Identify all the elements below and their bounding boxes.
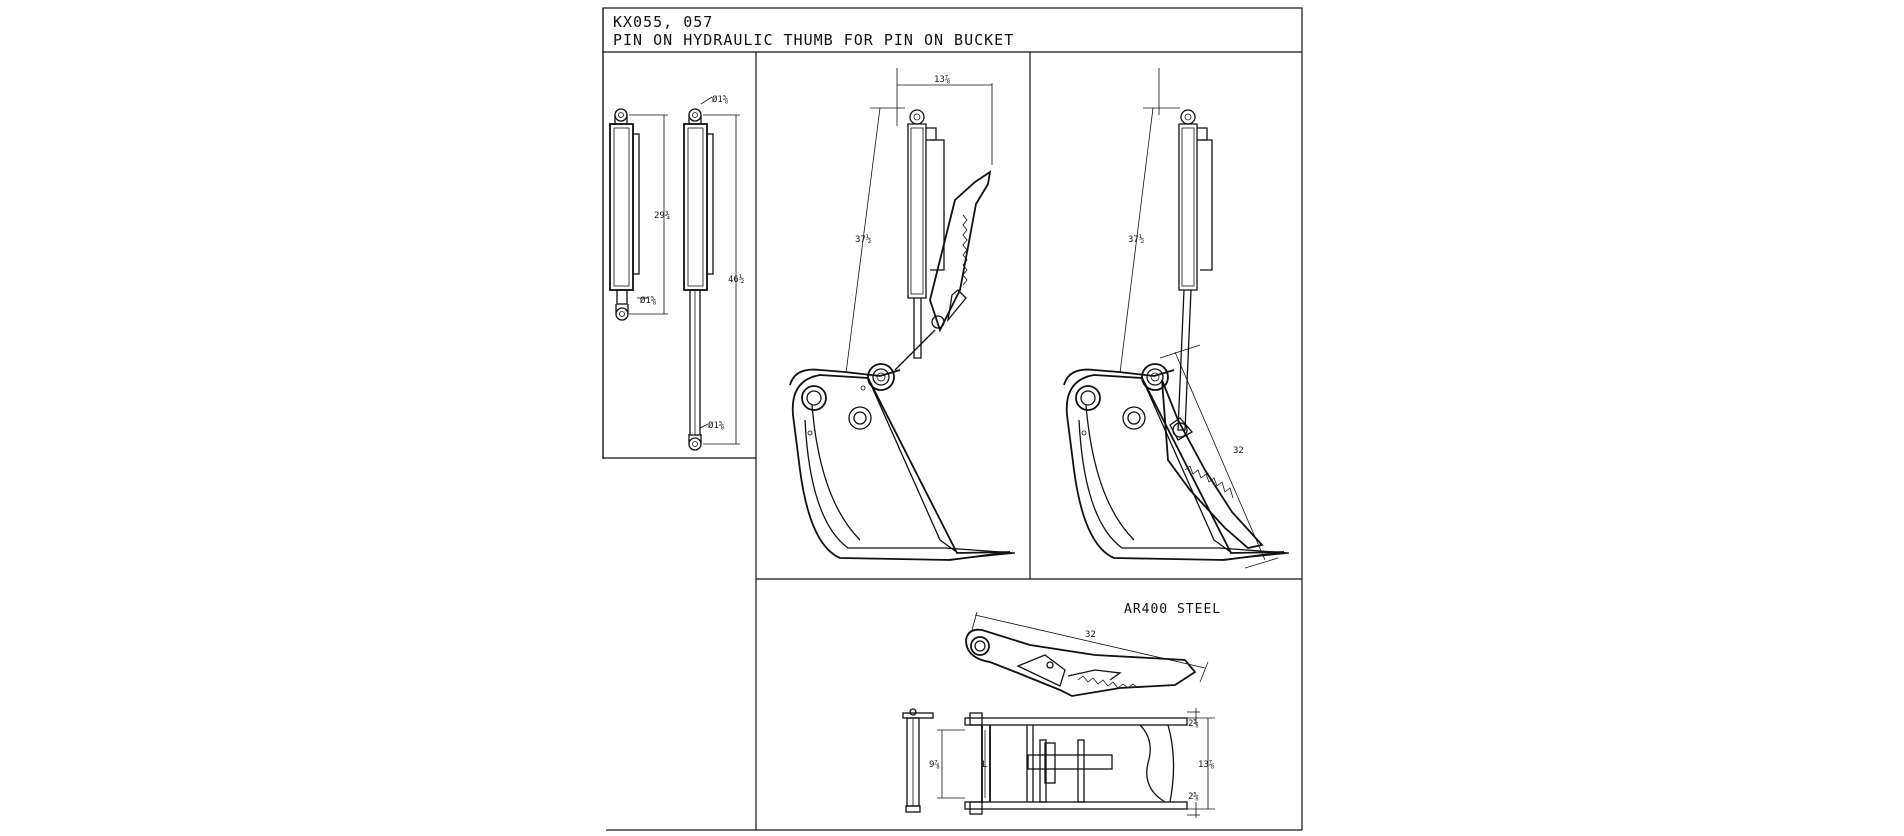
thumb-top-view: 9⅞ L 13⅞ 2⅝ 2⅝ <box>929 708 1215 818</box>
material-note: AR400 STEEL <box>1124 602 1221 617</box>
thumb-closed-panel: 13⅞ 37½ <box>789 68 1016 561</box>
pin-dia-bottom-label: Ø1⅝ <box>640 295 656 306</box>
pin-dia-top-label: Ø1⅝ <box>712 94 728 105</box>
cylinder-retracted: 29¾ Ø1⅝ <box>609 108 670 321</box>
inner-width-label: 9⅞ <box>929 760 940 770</box>
cylinder-extended: 46½ Ø1⅝ Ø1⅝ <box>683 94 744 451</box>
cylinder-mount-length-label-2: 37½ <box>1128 234 1144 245</box>
title-line-2: PIN ON HYDRAULIC THUMB FOR PIN ON BUCKET <box>613 31 1014 49</box>
cylinder-mount-length-label: 37½ <box>855 234 871 245</box>
thumb-length-label-open: 32 <box>1233 446 1244 456</box>
thumb-open-panel: 37½ 32 <box>1063 68 1290 569</box>
thumb-length-label-detail: 32 <box>1085 630 1096 640</box>
top-offset-label: 13⅞ <box>934 75 950 85</box>
plate-offset-bottom-label: 2⅝ <box>1188 792 1199 802</box>
retracted-length-label: 29¾ <box>654 211 670 221</box>
sheet-frame <box>602 7 1303 831</box>
pin-dia-rod-end-label: Ø1⅝ <box>708 420 724 431</box>
pin-side-view <box>902 708 934 813</box>
thumb-side-view: 32 <box>965 611 1209 697</box>
outer-width-label: 13⅞ <box>1198 760 1214 770</box>
center-mark: L <box>982 760 987 770</box>
extended-length-label: 46½ <box>728 274 744 285</box>
title-block: KX055, 057 PIN ON HYDRAULIC THUMB FOR PI… <box>613 13 1014 49</box>
title-line-1: KX055, 057 <box>613 13 713 31</box>
thumb-detail-panel: AR400 STEEL 32 <box>902 602 1221 818</box>
cylinder-panel: 29¾ Ø1⅝ 46½ Ø1⅝ Ø1⅝ <box>609 94 744 451</box>
plate-offset-top-label: 2⅝ <box>1188 719 1199 729</box>
